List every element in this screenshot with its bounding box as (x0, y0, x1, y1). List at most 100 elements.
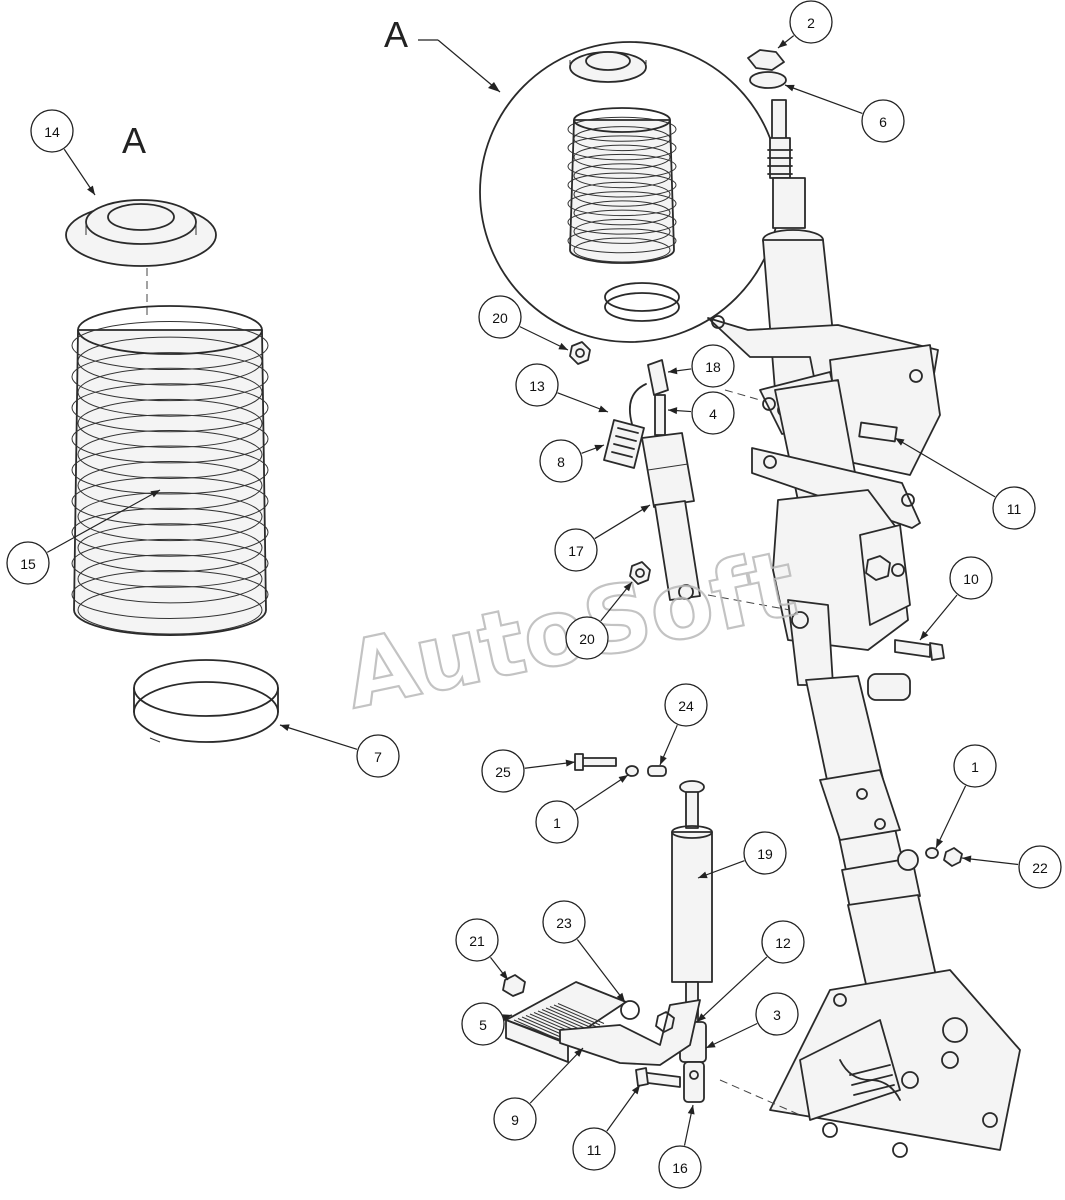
leader-line (705, 1022, 758, 1049)
leader-line (63, 148, 96, 196)
callout-circle (481, 749, 525, 793)
callout-13: 13 (515, 363, 609, 413)
callout-number: 19 (757, 846, 773, 862)
callout-22: 22 (961, 845, 1062, 889)
callout-number: 14 (44, 124, 60, 140)
callout-number: 20 (579, 631, 595, 647)
callout-number: 5 (479, 1017, 487, 1033)
leader-arrow (631, 1085, 640, 1095)
callout-1: 1 (535, 774, 629, 844)
callout-25: 25 (481, 749, 576, 793)
callout-9: 9 (493, 1047, 584, 1141)
callout-18: 18 (667, 344, 735, 388)
pedal-assembly-parts-5-9 (502, 974, 701, 1088)
callout-number: 4 (709, 406, 717, 422)
leader-line (894, 437, 996, 498)
callout-16: 16 (658, 1104, 702, 1189)
leader-arrow (660, 755, 667, 765)
leader-arrow (895, 438, 905, 446)
steering-column-assembly (707, 99, 1021, 1158)
callout-number: 22 (1032, 860, 1048, 876)
callout-number: 24 (678, 698, 694, 714)
leader-line (529, 1047, 584, 1104)
callout-number: 10 (963, 571, 979, 587)
view-label-a-detail: A (384, 14, 408, 55)
nut-washer-parts-2-6 (747, 49, 787, 89)
callout-number: 23 (556, 915, 572, 931)
callout-number: 15 (20, 556, 36, 572)
callout-7: 7 (279, 724, 400, 778)
callout-circle (493, 1097, 537, 1141)
leader-line (935, 785, 967, 849)
callout-circle (664, 683, 708, 727)
leader-arrow (785, 84, 795, 92)
leader-arrow (623, 582, 632, 592)
callout-20: 20 (478, 295, 569, 351)
axis-line-strut-upper (707, 594, 791, 611)
callout-10: 10 (919, 556, 993, 641)
callout-number: 8 (557, 454, 565, 470)
leader-line (696, 956, 768, 1023)
axis-line-pivot (724, 389, 761, 401)
callout-circle (356, 734, 400, 778)
callout-1: 1 (935, 744, 997, 849)
callout-circle (554, 528, 598, 572)
callout-circle (949, 556, 993, 600)
callout-24: 24 (659, 683, 708, 766)
callout-circle (755, 992, 799, 1036)
callout-circle (6, 541, 50, 585)
callout-circle (691, 344, 735, 388)
leader-arrow (697, 1013, 706, 1022)
callout-number: 16 (672, 1160, 688, 1176)
callout-3: 3 (705, 992, 799, 1049)
callout-11: 11 (894, 437, 1036, 530)
callout-23: 23 (542, 900, 626, 1003)
callout-number: 2 (807, 15, 815, 31)
callout-circle (539, 439, 583, 483)
leader-arrow (558, 342, 568, 350)
washer-nut-parts-1-22 (925, 847, 963, 867)
callout-circle (542, 900, 586, 944)
leader-line (919, 594, 958, 641)
callout-circle (861, 99, 905, 143)
view-label-a-left: A (122, 120, 146, 161)
callout-circle (461, 1002, 505, 1046)
callout-circle (761, 920, 805, 964)
callout-19: 19 (697, 831, 787, 879)
callout-circle (658, 1145, 702, 1189)
callout-number: 12 (775, 935, 791, 951)
leader-arrow (87, 185, 95, 195)
leader-line (606, 1084, 641, 1132)
bolt-pin-parts-24-25 (574, 753, 667, 777)
callout-2: 2 (777, 0, 833, 49)
leader-arrow (574, 1048, 583, 1057)
leader-arrow (150, 490, 160, 498)
leader-arrow (618, 775, 628, 783)
leader-arrow (668, 367, 678, 375)
callout-14: 14 (30, 109, 96, 196)
callout-circle (455, 918, 499, 962)
callout-number: 13 (529, 378, 545, 394)
callout-circle (1018, 845, 1062, 889)
leader-arrow (668, 407, 678, 415)
callout-circle (691, 391, 735, 435)
leader-arrow (706, 1040, 716, 1048)
callout-circle (478, 295, 522, 339)
callout-circle (30, 109, 74, 153)
leader-arrow (502, 1014, 512, 1022)
leader-line (46, 489, 161, 553)
leader-arrow (778, 39, 788, 48)
callout-8: 8 (539, 439, 605, 483)
callout-12: 12 (696, 920, 805, 1023)
callout-20: 20 (565, 581, 633, 660)
leader-line (594, 504, 651, 540)
callout-number: 1 (553, 815, 561, 831)
callout-number: 11 (587, 1142, 602, 1158)
callout-circle (535, 800, 579, 844)
leader-line (575, 774, 629, 811)
callout-number: 7 (374, 749, 382, 765)
leader-arrow (920, 630, 929, 640)
axis-line-strut-lower (719, 1079, 801, 1116)
leader-arrow (687, 1105, 695, 1115)
